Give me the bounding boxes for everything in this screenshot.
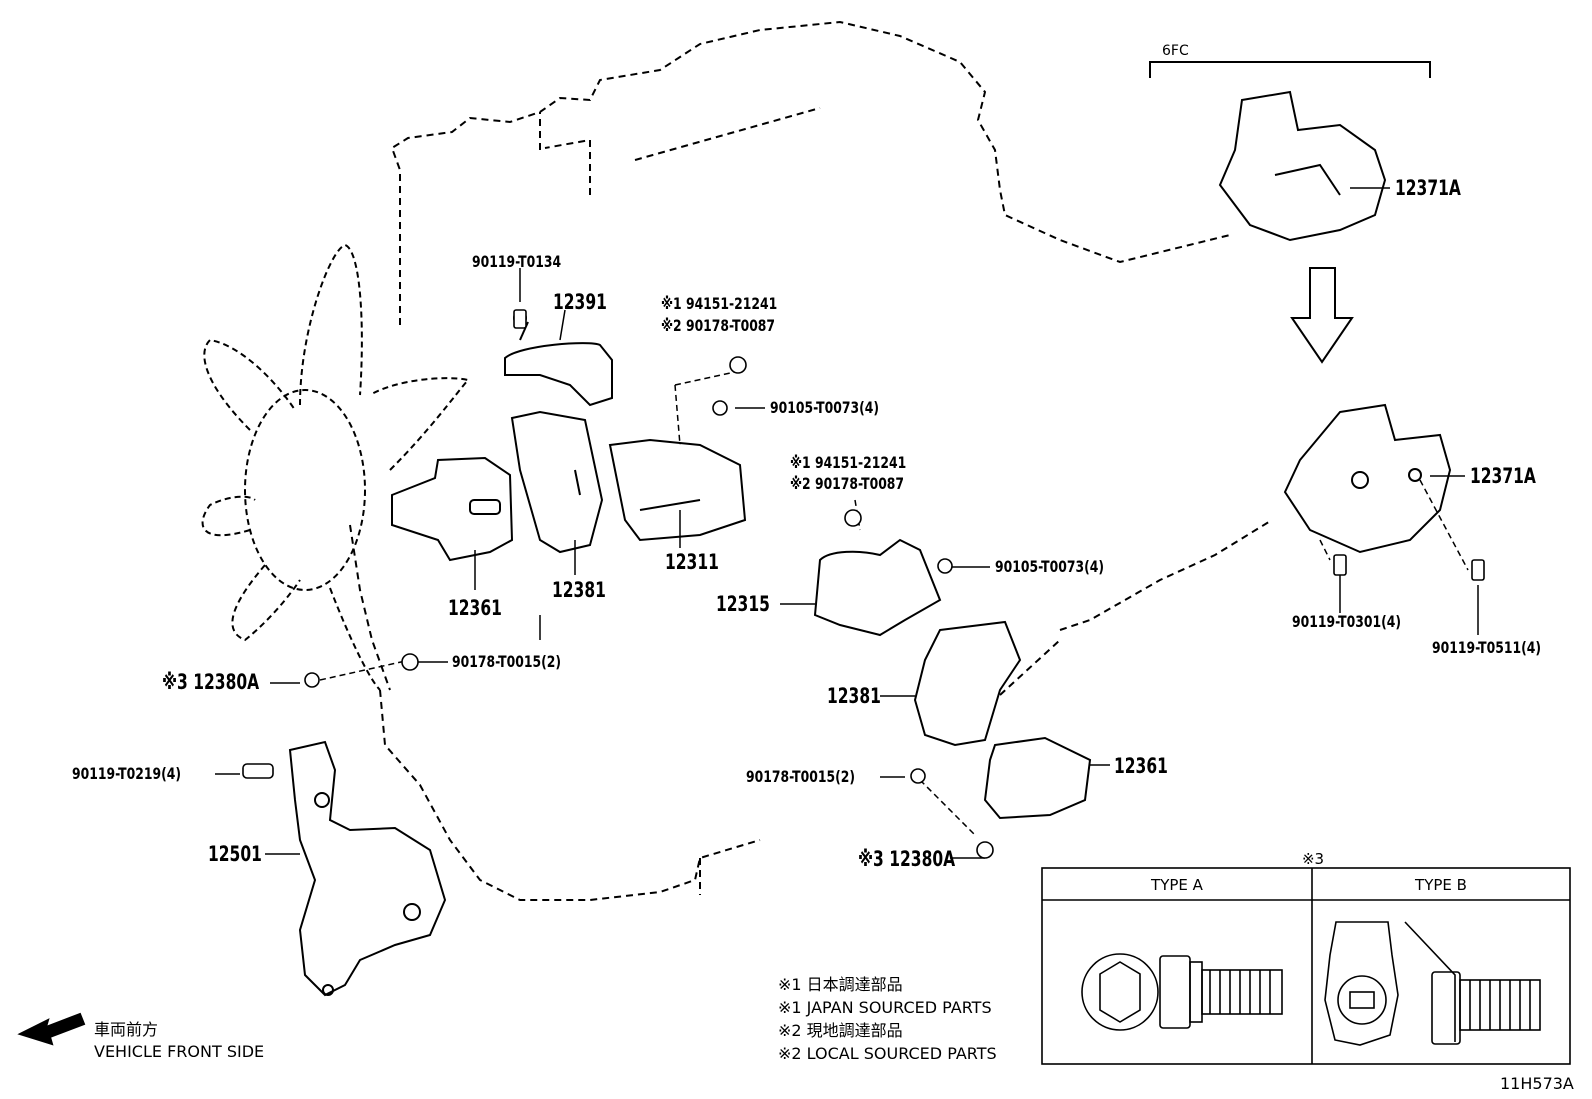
vehicle-front-en: VEHICLE FRONT SIDE bbox=[94, 1042, 265, 1061]
type-table-ref: ※3 bbox=[1301, 850, 1325, 868]
diagram-id: 11H573A bbox=[1500, 1074, 1574, 1093]
legend-note-2-jp: ※2 現地調達部品 bbox=[778, 1021, 903, 1040]
group-label: 6FC bbox=[1162, 43, 1189, 59]
bracket-12501 bbox=[288, 740, 447, 997]
part-label-12391[interactable]: 12391 bbox=[553, 290, 607, 314]
group-bracket bbox=[1149, 61, 1431, 78]
part-label-12315[interactable]: 12315 bbox=[716, 592, 770, 616]
type-b-header: TYPE B bbox=[1415, 876, 1467, 894]
type-b-bolt-icon bbox=[1324, 921, 1541, 1046]
leader-lines bbox=[215, 187, 1479, 859]
part-label-90119-t0301[interactable]: 90119-T0301(4) bbox=[1292, 612, 1402, 631]
mount-12371A-bottom bbox=[1283, 403, 1452, 554]
part-label-12380a-a[interactable]: ※3 12380A bbox=[162, 670, 260, 694]
type-a-bolt-icon bbox=[1081, 953, 1283, 1031]
mount-12371A-top bbox=[1218, 90, 1387, 242]
part-label-12361-b[interactable]: 12361 bbox=[1114, 754, 1168, 778]
part-label-12371a-top[interactable]: 12371A bbox=[1395, 176, 1461, 200]
part-label-12381-b[interactable]: 12381 bbox=[827, 684, 881, 708]
part-label-12381-a[interactable]: 12381 bbox=[552, 578, 606, 602]
type-a-header: TYPE A bbox=[1151, 876, 1203, 894]
fasteners bbox=[242, 309, 1485, 859]
front-arrow-icon bbox=[17, 1012, 86, 1046]
fan bbox=[201, 243, 470, 691]
part-label-90119-t0511[interactable]: 90119-T0511(4) bbox=[1432, 638, 1542, 657]
type-table bbox=[1041, 867, 1571, 1065]
part-label-12361-a[interactable]: 12361 bbox=[448, 596, 502, 620]
part-label-94151-a[interactable]: ※1 94151-21241 bbox=[661, 294, 778, 313]
part-label-90178-t0087-a[interactable]: ※2 90178-T0087 bbox=[661, 316, 776, 335]
part-label-90119-t0219[interactable]: 90119-T0219(4) bbox=[72, 764, 182, 783]
part-label-12371a-bottom[interactable]: 12371A bbox=[1470, 464, 1536, 488]
part-label-90178-t0015-b[interactable]: 90178-T0015(2) bbox=[746, 767, 856, 786]
left-mount-parts bbox=[391, 311, 747, 562]
right-mount-parts bbox=[813, 538, 1092, 820]
part-label-12501[interactable]: 12501 bbox=[208, 842, 262, 866]
variant-arrow bbox=[1290, 267, 1354, 364]
part-label-12311[interactable]: 12311 bbox=[665, 550, 719, 574]
part-label-90105-a[interactable]: 90105-T0073(4) bbox=[770, 398, 880, 417]
legend-note-2-en: ※2 LOCAL SOURCED PARTS bbox=[778, 1044, 997, 1063]
legend-note-1-en: ※1 JAPAN SOURCED PARTS bbox=[778, 998, 992, 1017]
engine-outline bbox=[349, 20, 1273, 901]
legend-note-1-jp: ※1 日本調達部品 bbox=[778, 975, 903, 994]
part-label-90119-t0134[interactable]: 90119-T0134 bbox=[472, 252, 562, 271]
part-label-12380a-b[interactable]: ※3 12380A bbox=[858, 847, 956, 871]
part-label-90105-b[interactable]: 90105-T0073(4) bbox=[995, 557, 1105, 576]
part-label-94151-b[interactable]: ※1 94151-21241 bbox=[790, 453, 907, 472]
part-label-90178-t0087-b[interactable]: ※2 90178-T0087 bbox=[790, 474, 905, 493]
vehicle-front-jp: 車両前方 bbox=[94, 1020, 159, 1039]
part-label-90178-t0015-a[interactable]: 90178-T0015(2) bbox=[452, 652, 562, 671]
